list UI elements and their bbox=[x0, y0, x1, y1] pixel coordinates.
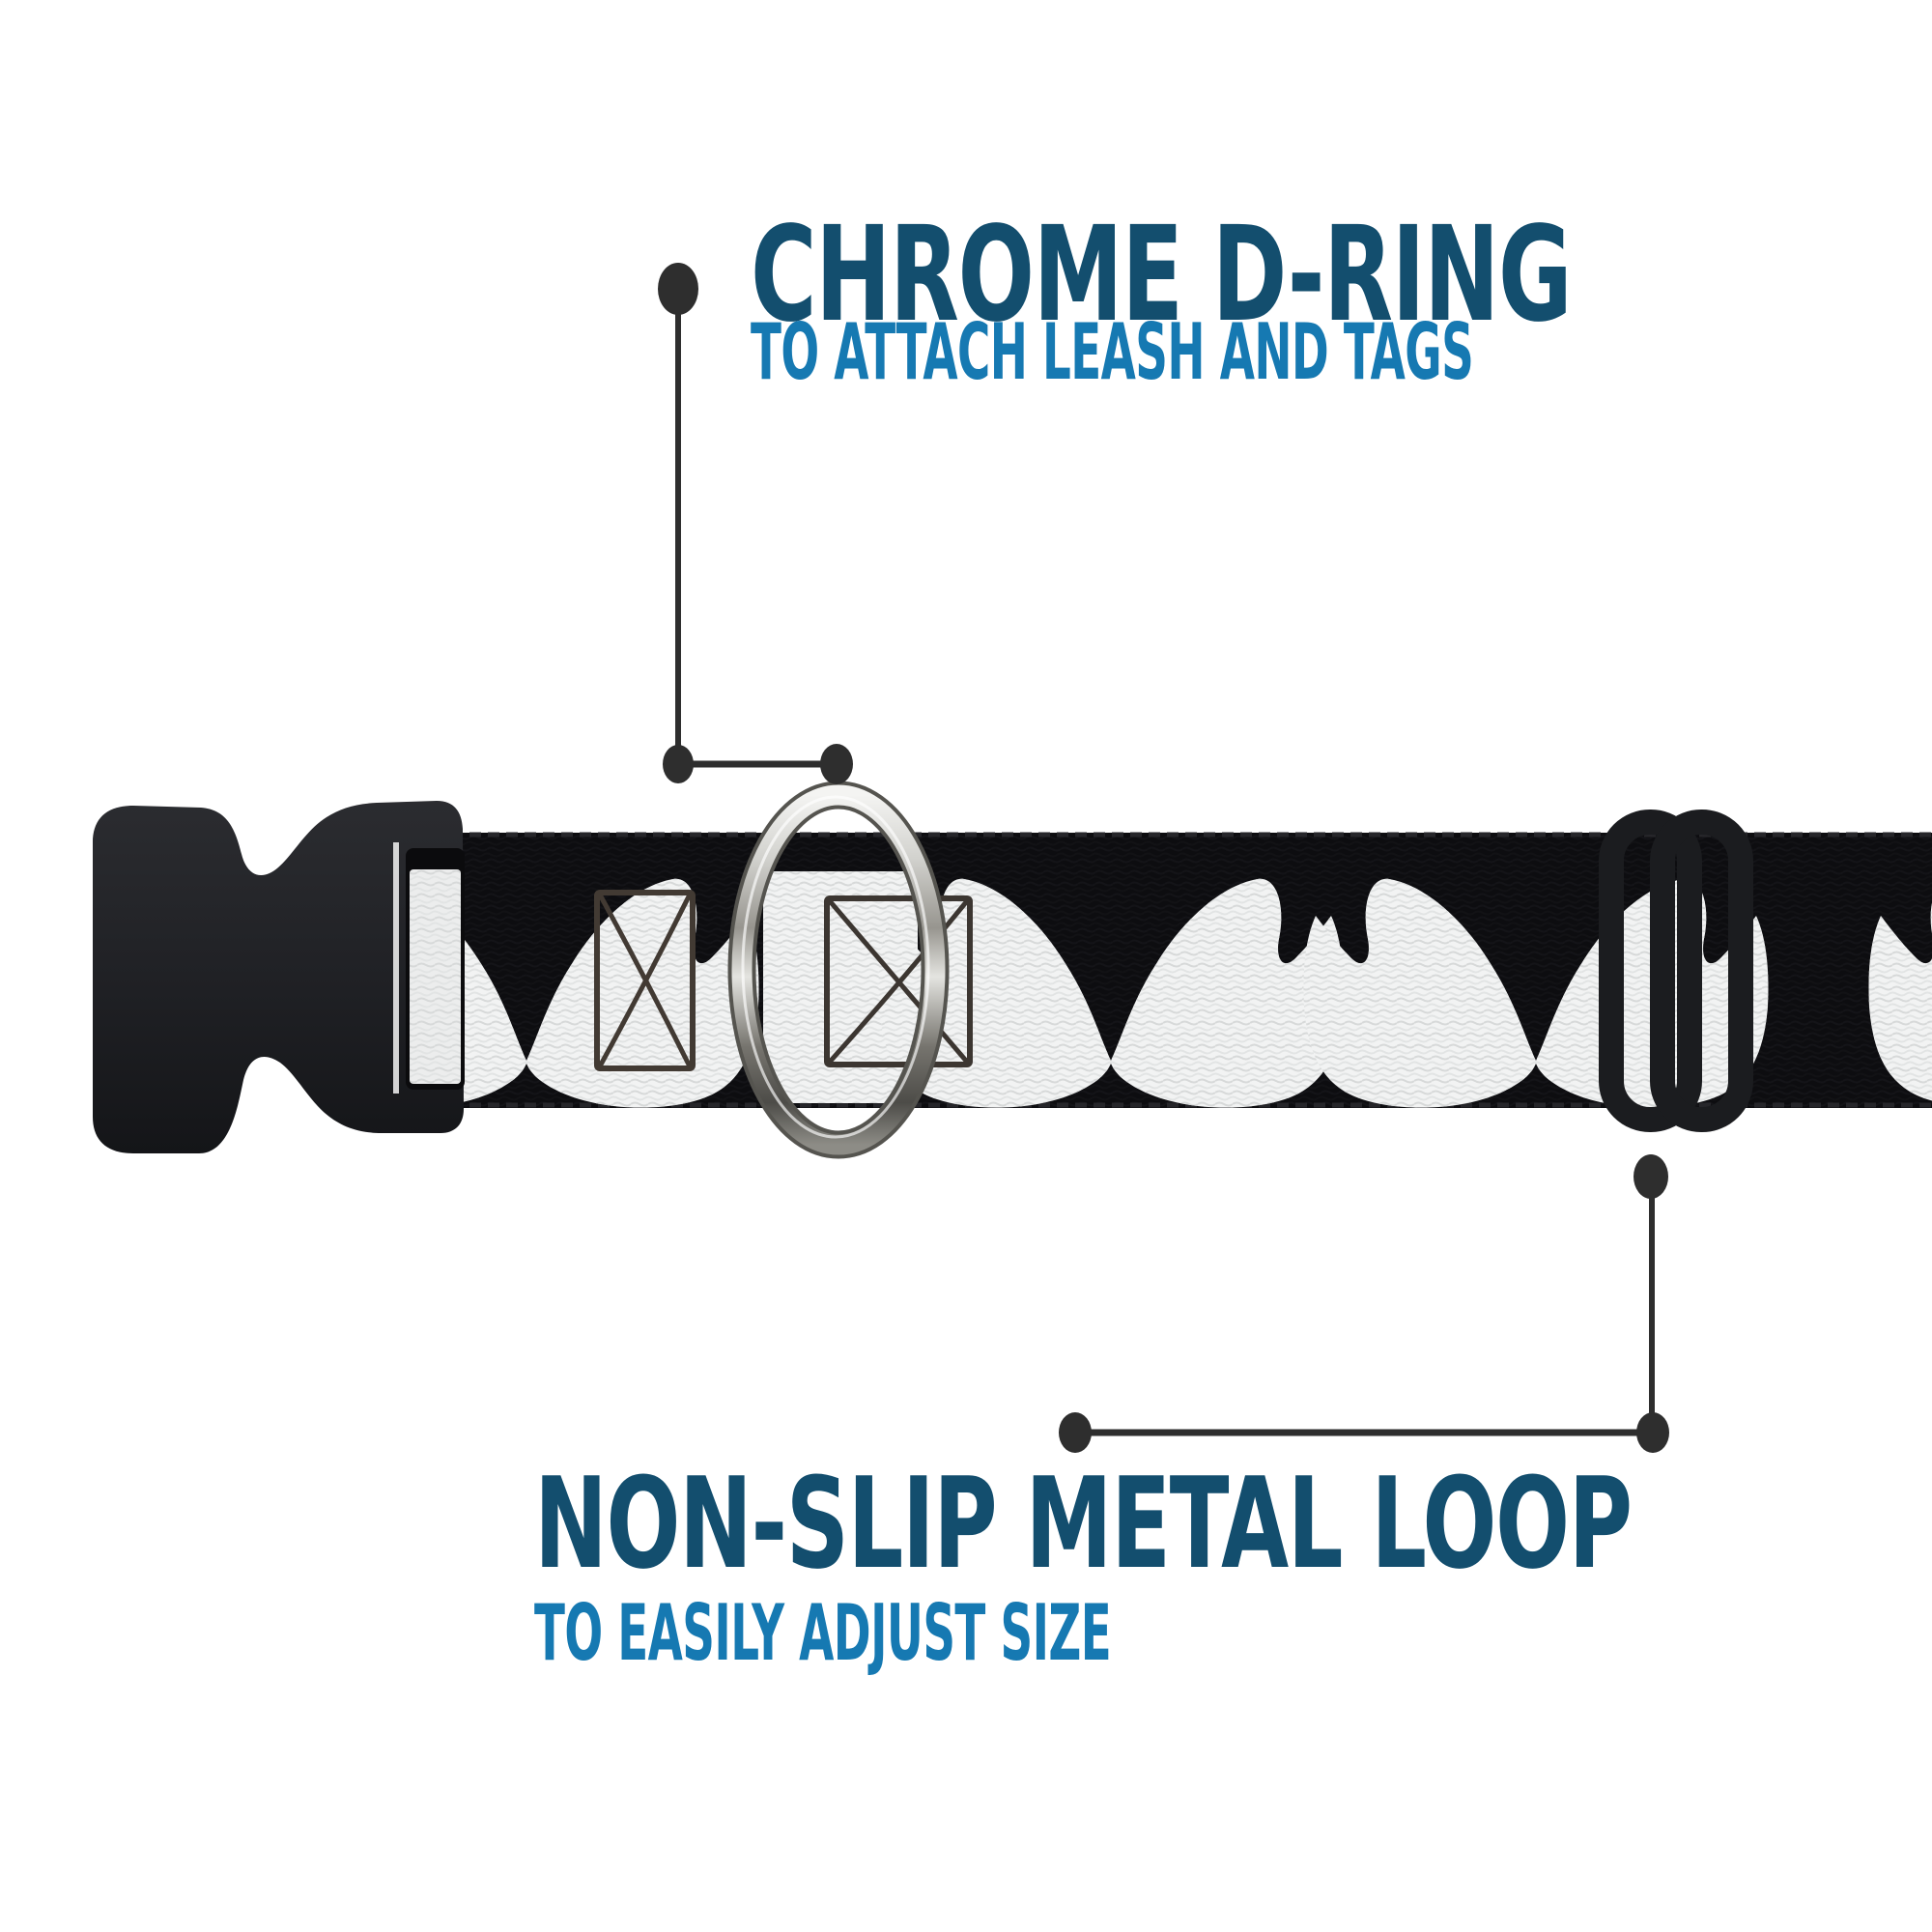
bottom-callout-pointer bbox=[1059, 1154, 1669, 1453]
box-x-stitching bbox=[594, 890, 696, 1071]
collar-strap bbox=[396, 832, 1932, 1108]
bottom-callout-title: NON-SLIP METAL LOOP bbox=[534, 1450, 1633, 1597]
d-ring bbox=[727, 781, 950, 1159]
callout-dot bbox=[820, 744, 853, 784]
buckle-slot-webbing bbox=[406, 848, 465, 1090]
callout-dot bbox=[1059, 1412, 1092, 1453]
buckle-gap-highlight bbox=[393, 842, 399, 1094]
callout-dot bbox=[1634, 1154, 1668, 1199]
webbing-fold bbox=[763, 871, 918, 1103]
side-release-buckle bbox=[93, 801, 465, 1153]
top-callout-pointer bbox=[658, 263, 853, 784]
mustache-pattern bbox=[396, 871, 1932, 1108]
top-callout-title: CHROME D-RING bbox=[751, 199, 1573, 352]
bottom-callout-subtitle: TO EASILY ADJUST SIZE bbox=[534, 1588, 1112, 1678]
box-x-stitching-2 bbox=[824, 895, 973, 1067]
callout-dot bbox=[658, 263, 698, 315]
metal-loop-slider bbox=[1599, 810, 1753, 1132]
top-callout-subtitle: TO ATTACH LEASH AND TAGS bbox=[751, 307, 1474, 397]
